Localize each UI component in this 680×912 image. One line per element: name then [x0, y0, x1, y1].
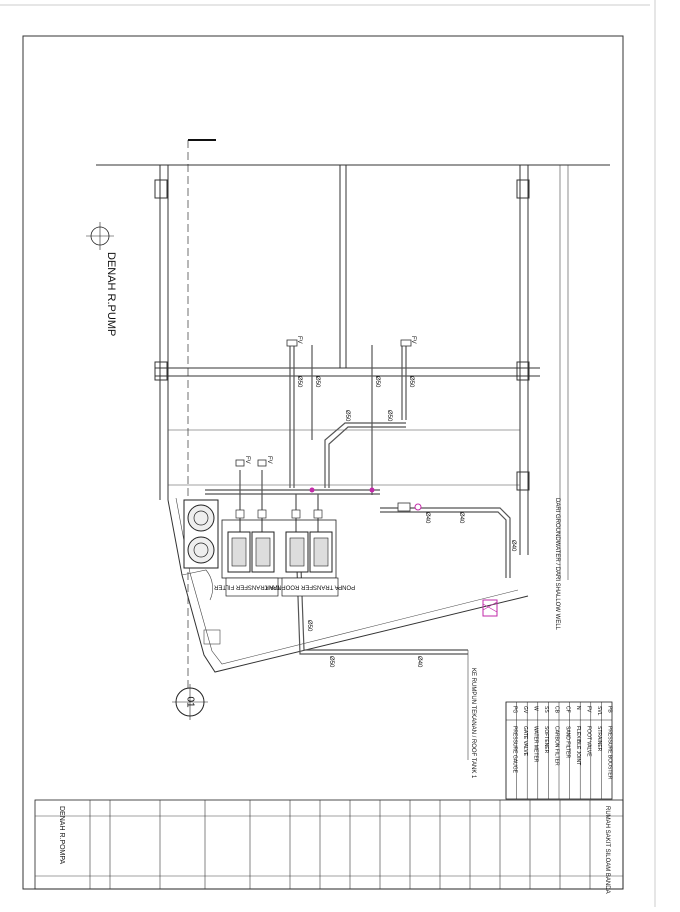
fv-label-1: FV	[296, 336, 302, 344]
section-marker: 01	[172, 684, 208, 720]
plan-title: DENAH R.PUMP	[105, 252, 117, 336]
pump-equipment	[221, 509, 337, 579]
svg-text:Ø50: Ø50	[306, 620, 312, 632]
svg-text:Ø50: Ø50	[374, 376, 380, 388]
legend-text: WATER METER	[533, 726, 539, 763]
pipe-network	[205, 345, 511, 760]
note-roof-tank: KE RUMPUN TEKANAN / ROOF TANK 1	[470, 668, 476, 779]
legend-code: W	[533, 706, 539, 711]
foot-valve-markers: FV FV FV FV	[235, 336, 416, 467]
legend-text: STRAINER	[596, 726, 602, 752]
title-block: DENAH R.POMPA RUMAH SAKIT SILOAM BANDA	[34, 799, 624, 894]
legend: PB PRESSURE BOOSTER SVL STRAINER FV FOOT VALV…	[505, 701, 613, 800]
pump-label-filter: PONPA TRANSFER FILTER	[213, 583, 290, 589]
pump-label-roof-tank: PONPA TRANSFER ROOF TANK	[265, 583, 355, 589]
fv-label-3: FV	[244, 456, 250, 464]
svg-text:Ø40: Ø40	[424, 512, 430, 524]
fv-label-4: FV	[266, 456, 272, 464]
legend-code: CF	[564, 706, 570, 713]
legend-code: N	[575, 706, 581, 710]
legend-text: GATE VALVE	[522, 726, 528, 757]
note-groundwater: DARI GROUNDWATER / DARI SHALLOW WELL	[554, 498, 560, 631]
plan-title-group: DENAH R.PUMP	[86, 222, 117, 336]
legend-code: PG	[511, 706, 517, 713]
svg-text:Ø50: Ø50	[386, 410, 392, 422]
section-marker-label: 01	[184, 696, 195, 708]
legend-code: CB	[554, 706, 560, 714]
legend-code: FV	[586, 706, 592, 713]
building-walls	[96, 164, 610, 673]
pipe-size-labels: Ø50 Ø50 Ø50 Ø50 Ø50 Ø50 Ø40 Ø40 Ø40 Ø50 …	[296, 376, 516, 668]
fv-label-2: FV	[410, 336, 416, 344]
drawing-title: DENAH R.POMPA	[58, 806, 65, 865]
svg-text:Ø50: Ø50	[314, 376, 320, 388]
legend-text: SOFTENER	[543, 726, 549, 754]
legend-text: FOOT VALVE	[586, 726, 592, 757]
project-name: RUMAH SAKIT SILOAM BANDA	[604, 806, 610, 894]
svg-text:Ø50: Ø50	[296, 376, 302, 388]
legend-text: PRESSURE BOOSTER	[607, 726, 613, 780]
svg-text:Ø50: Ø50	[408, 376, 414, 388]
legend-code: PB	[607, 706, 613, 713]
legend-text: CARBON FILTER	[554, 726, 560, 766]
legend-code: GV	[522, 706, 528, 714]
filter-vessels	[183, 499, 219, 569]
legend-text: FLEXIBLE JOINT	[575, 726, 581, 765]
svg-text:Ø40: Ø40	[458, 512, 464, 524]
svg-text:Ø40: Ø40	[510, 540, 516, 552]
legend-code: SVL	[596, 706, 602, 716]
svg-text:Ø40: Ø40	[416, 656, 422, 668]
legend-code: SS	[543, 706, 549, 713]
legend-text: SAND FILTER	[564, 726, 570, 759]
pump-labels: PONPA TRANSFER FILTER PONPA TRANSFER ROO…	[213, 577, 355, 597]
legend-text: PRESSURE GAUGE	[511, 726, 517, 774]
svg-text:Ø50: Ø50	[328, 656, 334, 668]
svg-text:Ø50: Ø50	[344, 410, 350, 422]
